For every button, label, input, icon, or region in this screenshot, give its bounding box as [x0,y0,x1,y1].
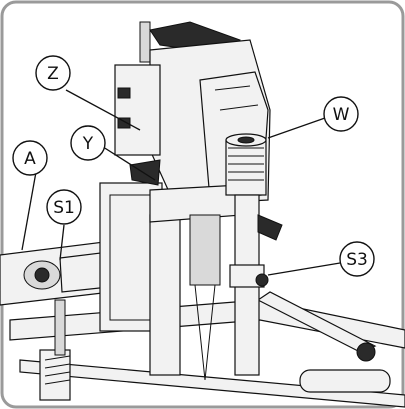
callout-a-label: A [24,149,36,169]
callout-leaders [21,89,341,276]
callout-s1-label: S1 [53,198,75,218]
callout-a: A [12,140,48,176]
base-frame [9,291,405,408]
callout-s3-label: S3 [346,250,368,270]
callout-y-label: Y [82,134,94,154]
callout-w: W [323,96,359,132]
depth-stop-column [225,133,283,376]
callout-z-label: Z [47,64,59,84]
callout-y: Y [70,125,106,161]
callout-w-label: W [333,105,350,125]
callout-s1: S1 [46,189,82,225]
router-body [114,21,271,381]
callout-z: Z [35,55,71,91]
callout-s3: S3 [339,241,375,277]
